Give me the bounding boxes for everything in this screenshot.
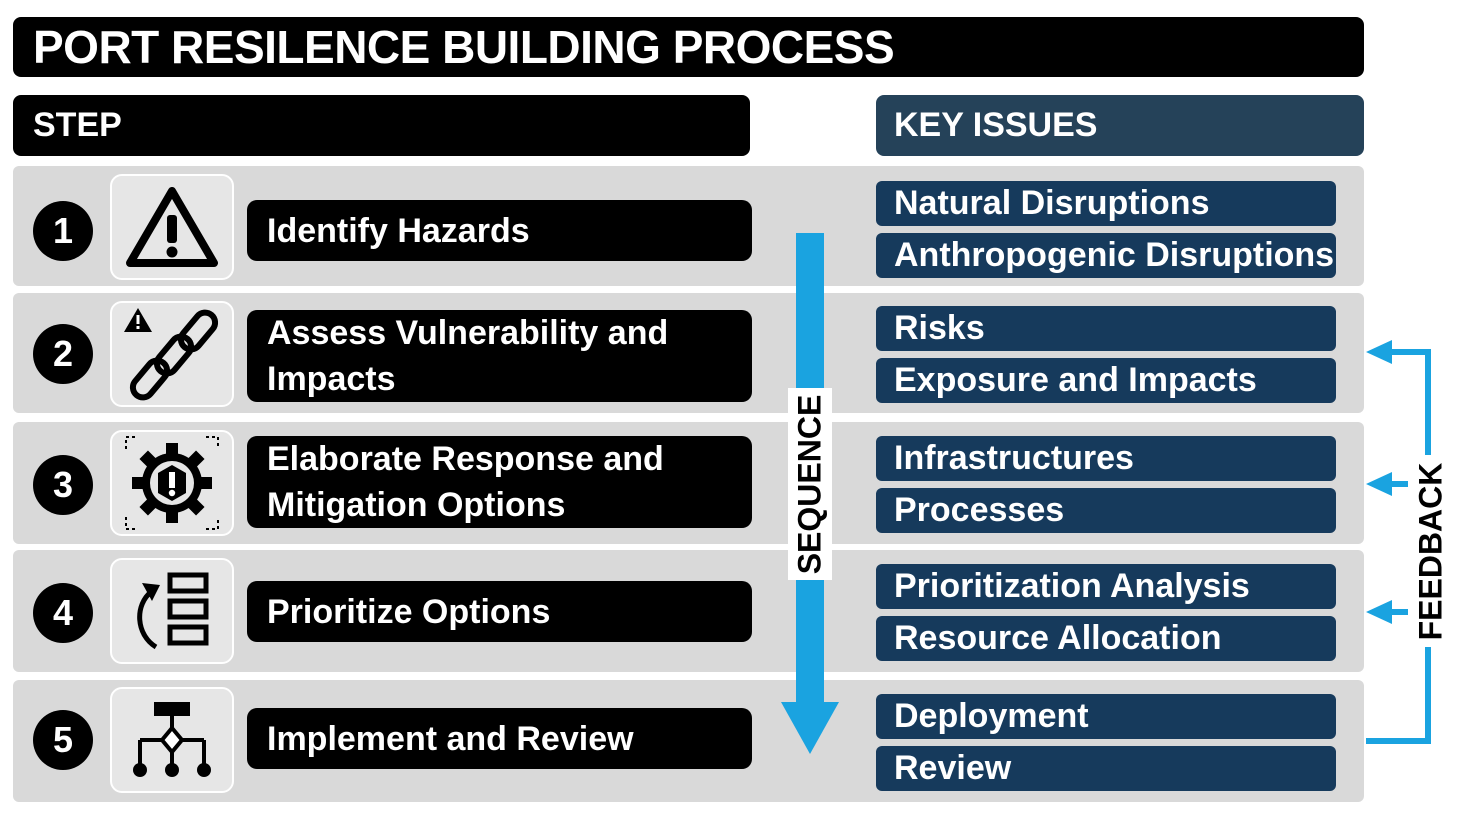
page-title: PORT RESILENCE BUILDING PROCESS xyxy=(13,17,1364,77)
feedback-arrowhead-4 xyxy=(1366,600,1392,624)
step-icon-box-4 xyxy=(110,558,234,664)
issue-box: Deployment xyxy=(876,694,1336,739)
issue-box: Processes xyxy=(876,488,1336,533)
step-icon-box-1 xyxy=(110,174,234,280)
step-icon-box-2 xyxy=(110,301,234,407)
feedback-arrowhead-3 xyxy=(1366,472,1392,496)
key-issues-header: KEY ISSUES xyxy=(876,95,1364,156)
feedback-label: FEEDBACK xyxy=(1408,455,1454,647)
feedback-text: FEEDBACK xyxy=(1412,462,1449,640)
step-icon-box-3 xyxy=(110,430,234,536)
issue-box: Infrastructures xyxy=(876,436,1336,481)
step-label-2: Assess Vulnerability and Impacts xyxy=(247,310,752,402)
feedback-arrowhead-2 xyxy=(1366,340,1392,364)
step-header: STEP xyxy=(13,95,750,156)
warning-triangle-icon xyxy=(126,187,218,267)
issue-box: Prioritization Analysis xyxy=(876,564,1336,609)
step-label-3: Elaborate Response and Mitigation Option… xyxy=(247,436,752,528)
issue-box: Resource Allocation xyxy=(876,616,1336,661)
sequence-text: SEQUENCE xyxy=(791,394,828,574)
broken-chain-icon xyxy=(124,308,219,401)
sequence-arrow-head xyxy=(781,702,839,754)
hierarchy-icon xyxy=(133,702,211,777)
step-number-1: 1 xyxy=(33,201,93,261)
issue-box: Review xyxy=(876,746,1336,791)
issue-box: Anthropogenic Disruptions xyxy=(876,233,1336,278)
step-number-3: 3 xyxy=(33,455,93,515)
step-label-4: Prioritize Options xyxy=(247,581,752,642)
issue-box: Exposure and Impacts xyxy=(876,358,1336,403)
issue-box: Natural Disruptions xyxy=(876,181,1336,226)
sequence-label: SEQUENCE xyxy=(788,388,832,580)
gear-alert-icon xyxy=(125,436,219,530)
issue-box: Risks xyxy=(876,306,1336,351)
step-icon-box-5 xyxy=(110,687,234,793)
step-number-4: 4 xyxy=(33,583,93,643)
step-number-5: 5 xyxy=(33,710,93,770)
step-label-5: Implement and Review xyxy=(247,708,752,769)
step-label-1: Identify Hazards xyxy=(247,200,752,261)
step-number-2: 2 xyxy=(33,324,93,384)
prioritize-list-icon xyxy=(137,572,209,650)
